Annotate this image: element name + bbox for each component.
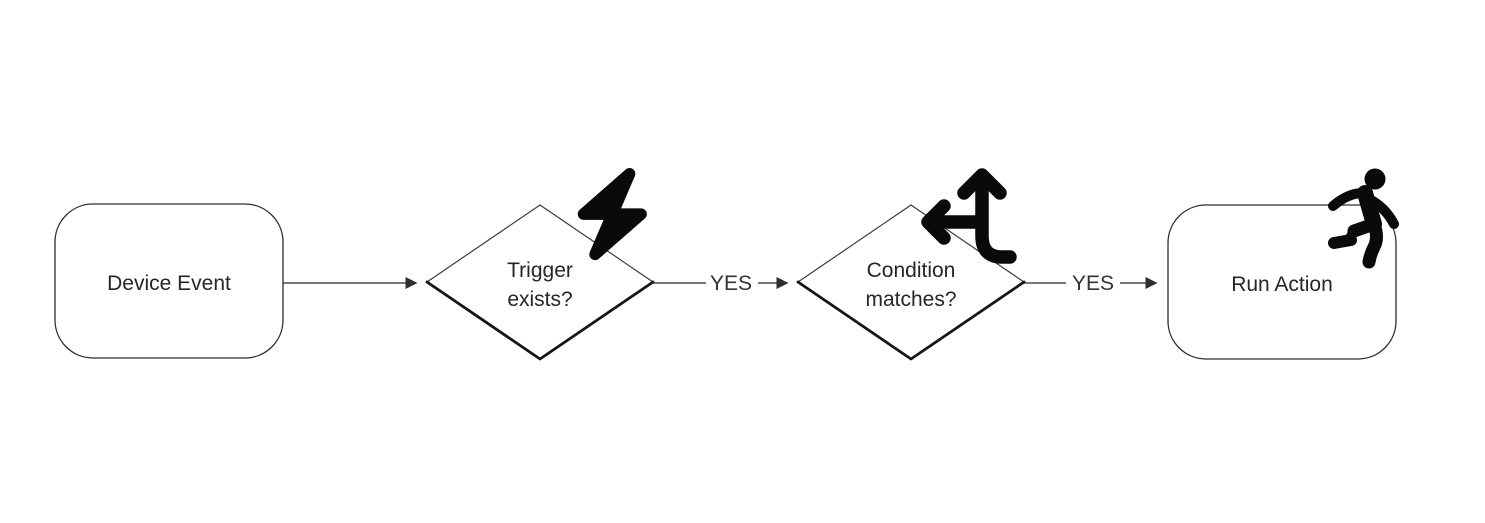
trigger-exists-label-line2: exists? — [507, 288, 572, 311]
device-event-shape — [54, 203, 284, 359]
trigger-exists-label-line1: Trigger — [507, 259, 573, 282]
node-device-event: Device Event — [54, 203, 284, 359]
edge-condition-to-action: YES — [1024, 272, 1158, 295]
run-action-label: Run Action — [1231, 273, 1333, 296]
edge-trigger-to-condition: YES — [653, 272, 789, 295]
condition-matches-shape — [796, 204, 1026, 360]
node-condition-matches: Condition matches? — [796, 204, 1026, 361]
person-running-icon — [1328, 168, 1399, 269]
bolt-icon — [577, 167, 647, 261]
arrows-split-up-left-icon — [921, 168, 1017, 264]
trigger-exists-shadow-edge — [425, 280, 655, 361]
condition-matches-label-line1: Condition — [867, 259, 956, 282]
condition-matches-label-line2: matches? — [865, 288, 956, 311]
edge-label-yes: YES — [1072, 272, 1114, 295]
edge-label-yes: YES — [710, 272, 752, 295]
device-event-label: Device Event — [107, 272, 231, 295]
condition-matches-shadow-edge — [796, 280, 1026, 361]
